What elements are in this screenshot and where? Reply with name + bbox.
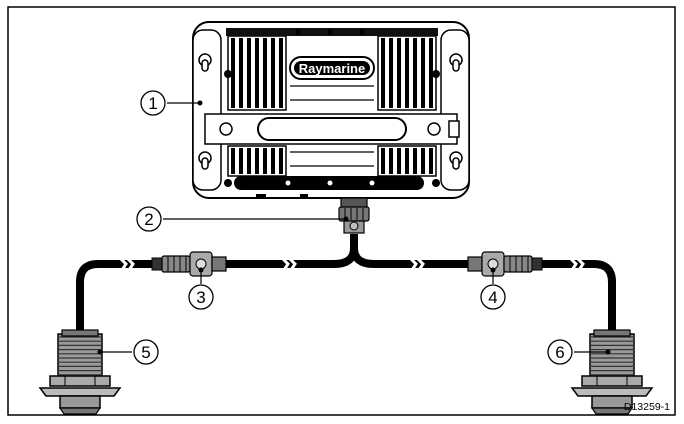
keyhole-slot xyxy=(198,53,463,170)
brand-label: Raymarine xyxy=(299,61,365,76)
heat-sink-fins xyxy=(227,35,437,177)
cable-break-mark xyxy=(118,256,585,271)
callout-6: 6 xyxy=(547,339,611,365)
callout-4: 4 xyxy=(480,267,506,310)
inline-connector-left xyxy=(151,251,227,277)
callout-label: 3 xyxy=(196,288,205,307)
callout-label: 6 xyxy=(555,343,564,362)
screw xyxy=(224,29,440,187)
callout-label: 5 xyxy=(141,343,150,362)
diagram-frame xyxy=(7,6,676,416)
transducer-right xyxy=(570,329,654,415)
callout-label: 4 xyxy=(488,288,497,307)
callout-2: 2 xyxy=(136,206,349,232)
mounting-tab-right xyxy=(440,29,470,191)
callout-label: 2 xyxy=(144,210,153,229)
callout-3: 3 xyxy=(188,267,214,310)
sounder-module: Raymarine xyxy=(192,21,470,199)
inline-connector-right xyxy=(467,251,543,277)
y-cable xyxy=(76,197,616,340)
callout-label: 1 xyxy=(148,94,157,113)
transducer-left xyxy=(38,329,122,415)
callout-5: 5 xyxy=(97,339,159,365)
callout-1: 1 xyxy=(140,90,203,116)
mounting-tab-left xyxy=(192,29,222,191)
reference-code: D13259-1 xyxy=(624,401,670,413)
y-cable-connector xyxy=(338,197,370,234)
